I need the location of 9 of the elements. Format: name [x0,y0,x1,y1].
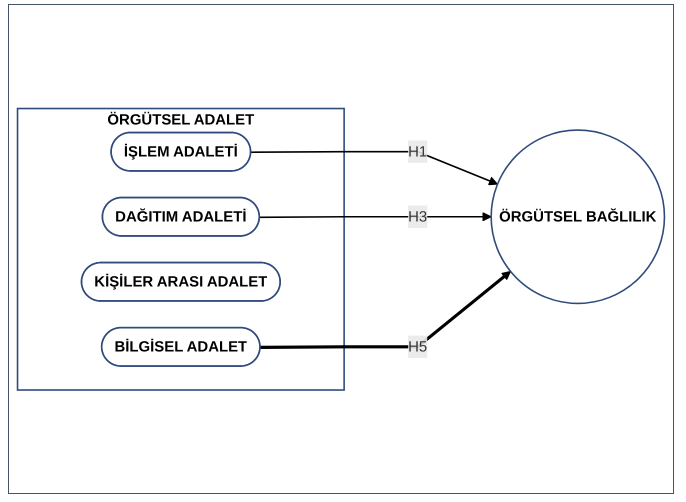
arrow [251,150,498,186]
edge-label: H3 [408,207,428,224]
arrow [260,212,492,222]
diagram: ÖRGÜTSEL ADALET H1 H3 H5 İŞLEM ADALETİ DAĞITIM ADALETİ KİŞİLER ARASI ADALET BİLGİSEL ADALET ÖRGÜTSEL BAĞLILIK [9,100,673,398]
edge-label: H5 [408,337,428,355]
cluster [16,107,345,391]
arrow [260,270,511,349]
edge-label: H1 [408,142,428,160]
node-circle [490,129,666,304]
